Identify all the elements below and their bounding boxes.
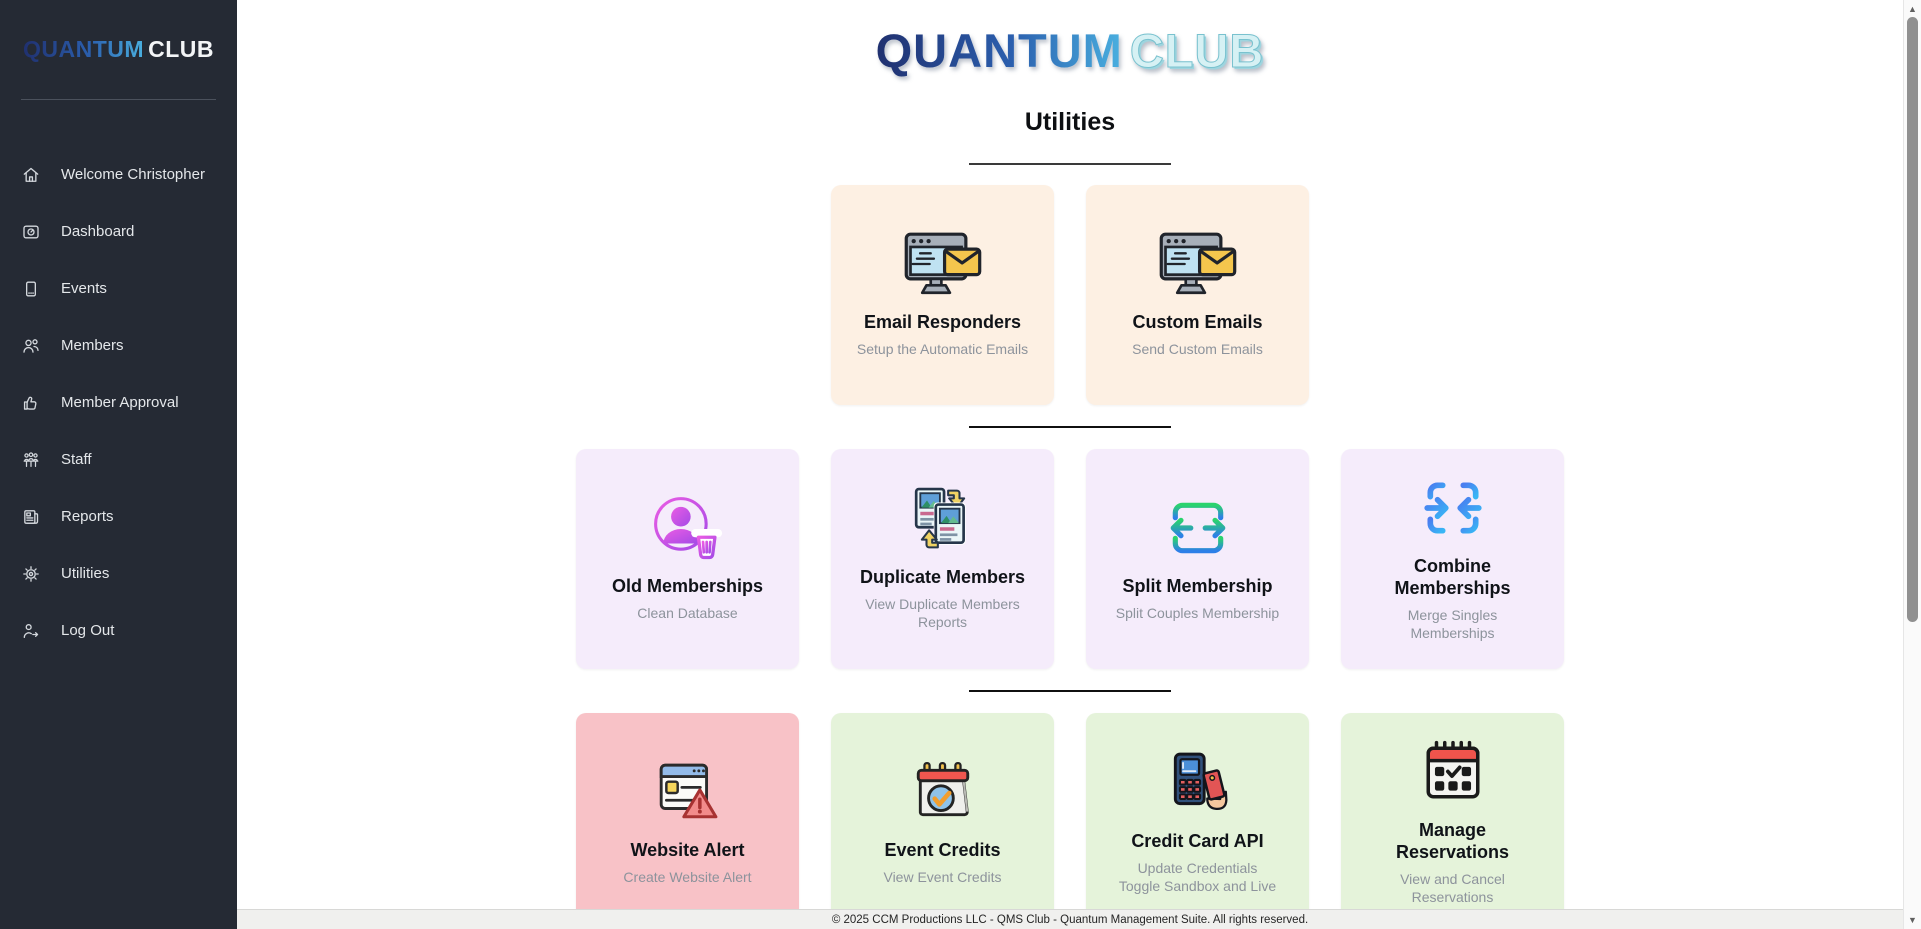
brand-secondary: CLUB [1129, 24, 1265, 78]
sidebar-item-dashboard[interactable]: Dashboard [0, 203, 237, 260]
browser-warning-icon [655, 759, 721, 825]
card-subtitle: Setup the Automatic Emails [856, 341, 1029, 358]
copyright-text: © 2025 CCM Productions LLC - QMS Club - … [831, 913, 1309, 926]
sidebar-item-label: Staff [61, 451, 92, 468]
vertical-scrollbar[interactable]: ▲ ▼ [1903, 0, 1921, 929]
dashboard-icon [21, 222, 41, 242]
sidebar-item-label: Utilities [61, 565, 110, 582]
card-title: Combine Memberships [1394, 556, 1511, 599]
duplicate-cards-icon [910, 486, 976, 552]
sidebar-item-label: Member Approval [61, 394, 179, 411]
card-subtitle: Send Custom Emails [1132, 341, 1263, 358]
section-divider [969, 426, 1171, 428]
card-title: Website Alert [630, 840, 745, 861]
split-arrows-icon [1165, 495, 1231, 561]
card-terminal-icon [1165, 750, 1231, 816]
scroll-down-icon[interactable]: ▼ [1908, 915, 1917, 925]
home-icon [21, 165, 41, 185]
sidebar-item-utilities[interactable]: Utilities [0, 545, 237, 602]
monitor-email-icon [902, 231, 983, 297]
card-title: Manage Reservations [1395, 820, 1510, 863]
card-title: Credit Card API [1131, 831, 1264, 852]
card-subtitle: Create Website Alert [623, 869, 752, 886]
utility-card-credit-card-api[interactable]: Credit Card API Update Credentials Toggle… [1086, 713, 1309, 929]
sidebar-item-staff[interactable]: Staff [0, 431, 237, 488]
brand-secondary: CLUB [148, 36, 214, 62]
card-subtitle: Update Credentials Toggle Sandbox and Li… [1118, 860, 1277, 894]
card-title: Split Membership [1122, 576, 1273, 597]
calendar-check-icon [910, 759, 976, 825]
sidebar-item-member-approval[interactable]: Member Approval [0, 374, 237, 431]
monitor-email-icon [1157, 231, 1238, 297]
sidebar-divider [21, 99, 216, 100]
gear-icon [21, 564, 41, 584]
member-trash-icon [652, 495, 723, 561]
card-title: Event Credits [884, 840, 1001, 861]
card-subtitle: Merge Singles Memberships [1407, 607, 1498, 641]
page-title: Utilities [1024, 108, 1116, 136]
card-subtitle: View and Cancel Reservations [1400, 871, 1505, 905]
card-subtitle: View Duplicate Members Reports [865, 596, 1020, 630]
card-subtitle: Split Couples Membership [1115, 605, 1280, 622]
footer-bar: © 2025 CCM Productions LLC - QMS Club - … [237, 909, 1903, 929]
sidebar-item-log-out[interactable]: Log Out [0, 602, 237, 659]
sidebar-item-label: Events [61, 280, 107, 297]
card-subtitle: Clean Database [637, 605, 738, 622]
card-subtitle: View Event Credits [883, 869, 1002, 886]
sidebar-item-members[interactable]: Members [0, 317, 237, 374]
card-title: Email Responders [863, 312, 1022, 333]
sidebar-item-label: Reports [61, 508, 114, 525]
brand-primary: QUANTUM [23, 36, 145, 62]
logout-icon [21, 621, 41, 641]
scrollbar-thumb[interactable] [1907, 17, 1918, 622]
scroll-up-icon[interactable]: ▲ [1908, 4, 1917, 14]
sidebar-item-welcome-christopher[interactable]: Welcome Christopher [0, 146, 237, 203]
calendar-grid-icon [1420, 739, 1486, 805]
members-icon [21, 336, 41, 356]
sidebar-item-reports[interactable]: Reports [0, 488, 237, 545]
sidebar-item-events[interactable]: Events [0, 260, 237, 317]
card-title: Old Memberships [611, 576, 764, 597]
reports-icon [21, 507, 41, 527]
section-divider [969, 690, 1171, 692]
ticket-icon [21, 279, 41, 299]
combine-arrows-icon [1420, 475, 1486, 541]
sidebar-item-label: Welcome Christopher [61, 166, 205, 183]
card-title: Duplicate Members [859, 567, 1026, 588]
sidebar-item-label: Members [61, 337, 124, 354]
title-divider [969, 163, 1171, 165]
sidebar-item-label: Dashboard [61, 223, 135, 240]
thumbs-up-icon [21, 393, 41, 413]
brand-primary: QUANTUM [875, 24, 1123, 77]
card-title: Custom Emails [1132, 312, 1263, 333]
sidebar-item-label: Log Out [61, 622, 115, 639]
staff-icon [21, 450, 41, 470]
